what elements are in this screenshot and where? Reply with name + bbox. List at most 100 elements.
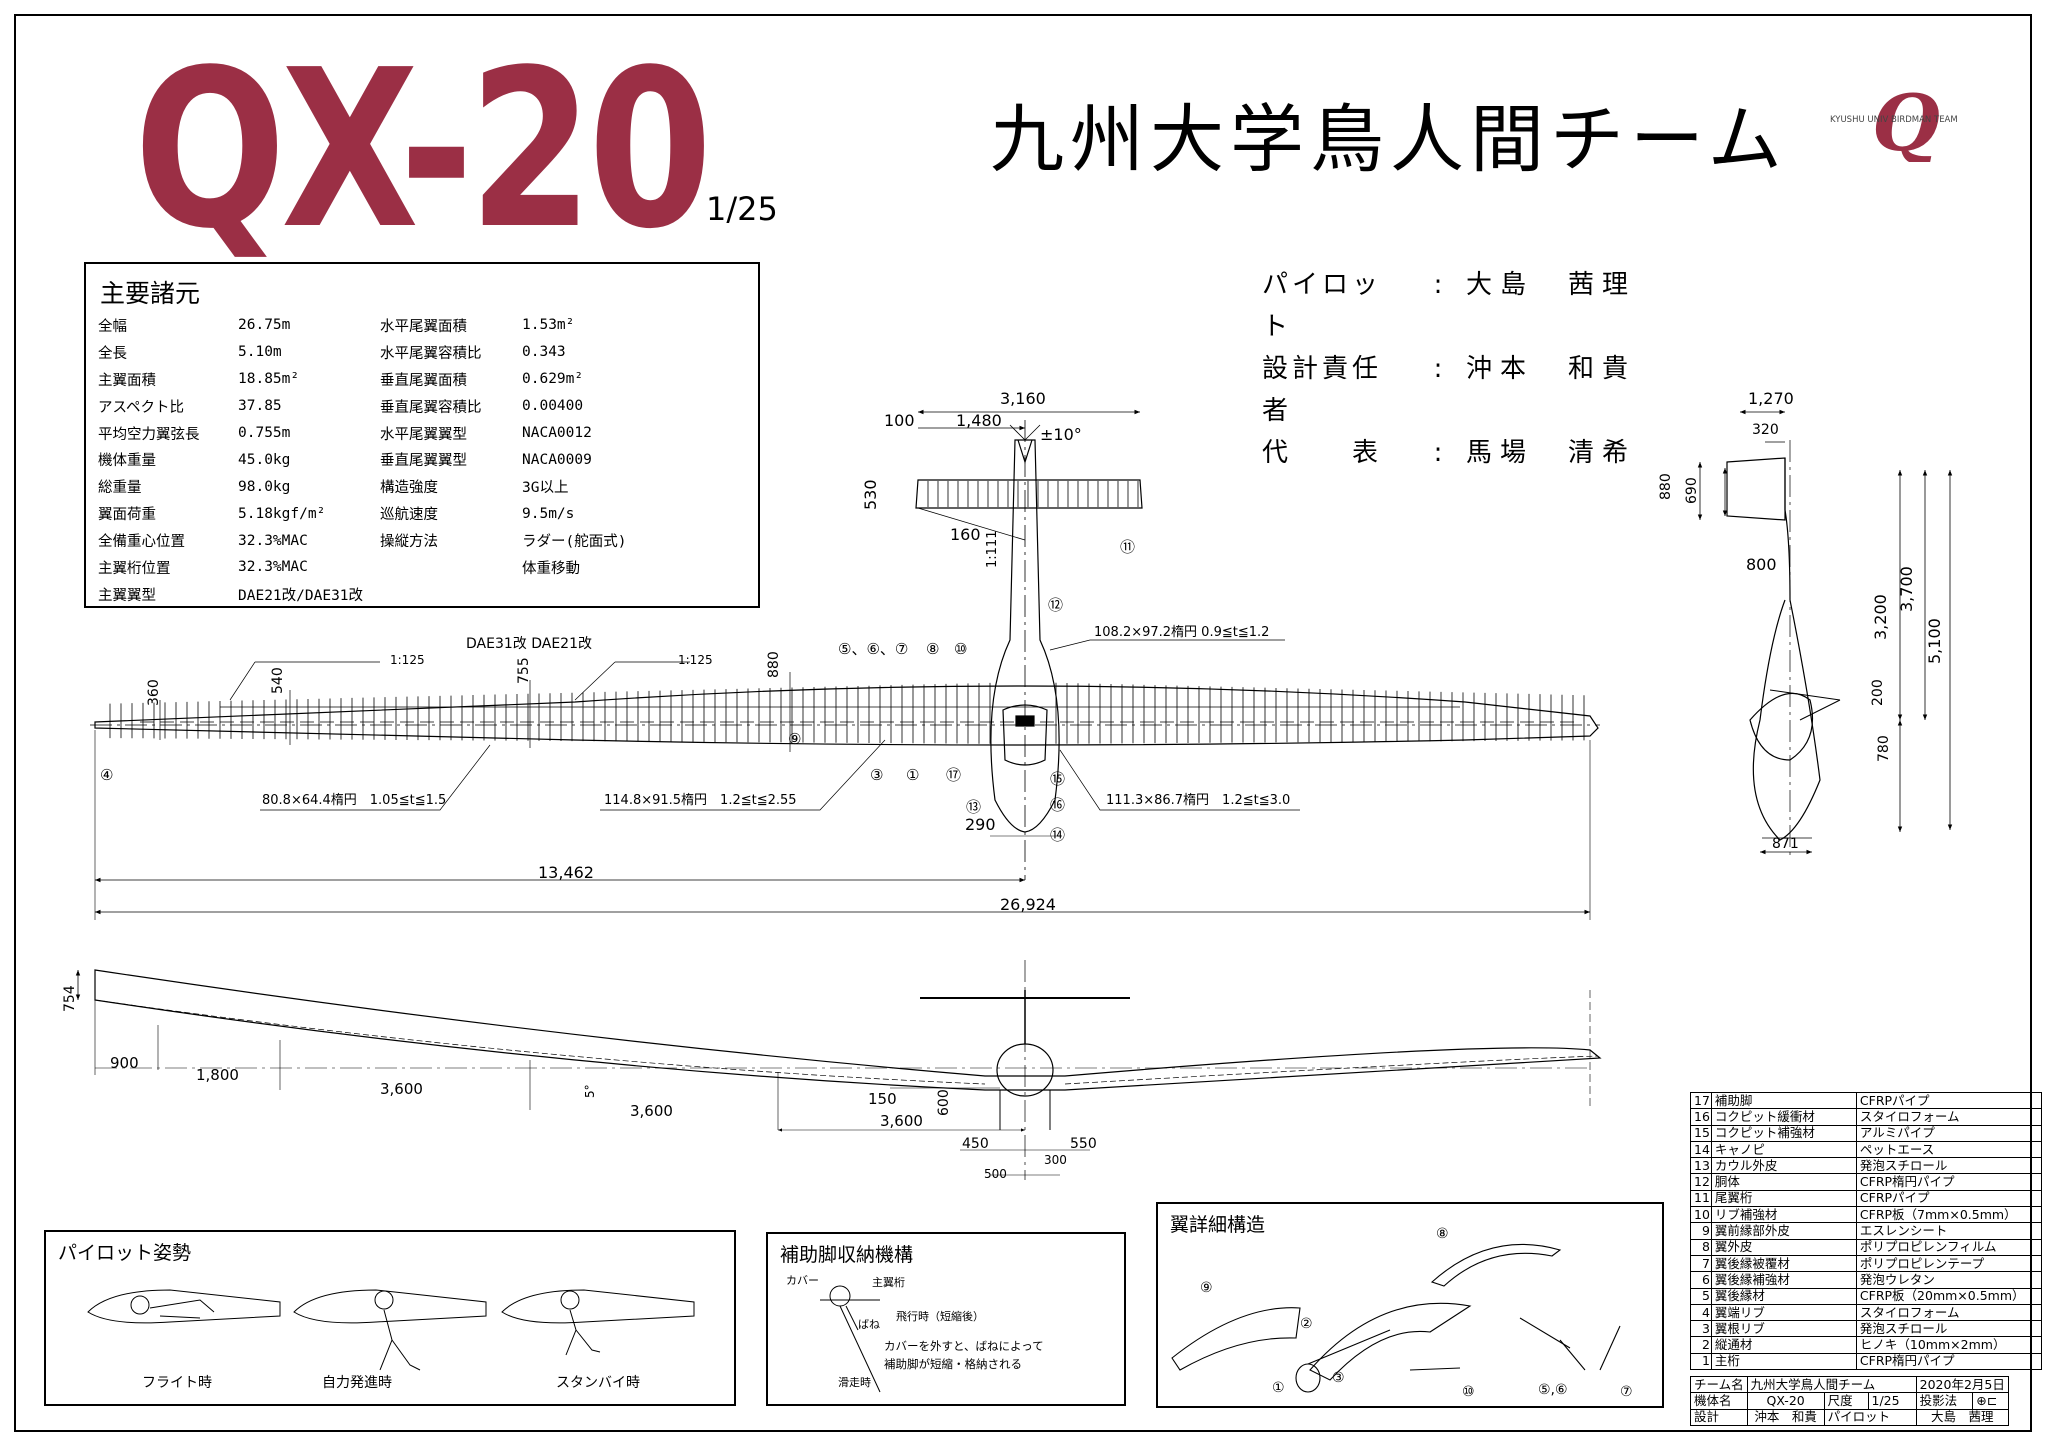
wing-label-1: ①: [1272, 1380, 1285, 1396]
dim-side-200: 200: [1870, 679, 1886, 706]
dim-half-span: 13,462: [538, 863, 594, 882]
dim-front-900: 900: [110, 1054, 139, 1072]
spec-label: 操縦方法: [380, 534, 438, 551]
spec-value: 5.18kgf/m²: [238, 505, 326, 522]
wing-label-10: ⑩: [1462, 1384, 1475, 1400]
gear-sketch: [820, 1285, 881, 1393]
spec-label: 垂直尾翼容積比: [380, 399, 482, 416]
wing-label-9: ⑨: [1200, 1280, 1213, 1296]
spec-value: 98.0kg: [238, 478, 291, 495]
wing-label-2: ②: [1300, 1316, 1313, 1332]
part-number: 17: [1690, 1091, 1712, 1110]
spec-value: 体重移動: [522, 560, 580, 577]
spec-value: ラダー(舵面式): [522, 534, 627, 551]
wing-label-3: ③: [1332, 1370, 1345, 1386]
dim-side-3700: 3,700: [1897, 566, 1916, 612]
crew-role: パイロット: [1262, 270, 1383, 342]
title-block: チーム名 九州大学鳥人間チーム 2020年2月5日 機体名 QX-20 尺度 1…: [1690, 1375, 2009, 1426]
part-number: 13: [1690, 1157, 1712, 1175]
dim-tail-ratio: 1:111: [985, 531, 1000, 568]
wing-label-5-6: ⑤,⑥: [1538, 1382, 1568, 1398]
dim-spar-1: 80.8×64.4楕円 1.05≦t≦1.5: [262, 793, 446, 808]
dim-side-880: 880: [1658, 473, 1674, 500]
tb-model-label: 機体名: [1690, 1392, 1748, 1410]
rudder-mark: [1017, 439, 1033, 464]
part-material: CFRPパイプ: [1855, 1091, 2042, 1110]
part-number: 2: [1690, 1336, 1712, 1354]
spec-label: 主翼翼型: [98, 587, 156, 604]
crew-name: 大島 茜理: [1466, 270, 1637, 300]
dim-front-1800: 1,800: [196, 1066, 239, 1084]
title-block-row: 機体名 QX-20 尺度 1/25 投影法 ⊕⊏: [1690, 1392, 2009, 1410]
spec-label: 構造強度: [380, 480, 438, 497]
callout-3: ③: [870, 766, 883, 784]
gear-label-spring: ばね: [858, 1318, 880, 1331]
part-material: CFRPパイプ: [1855, 1189, 2042, 1208]
spec-value: 3G以上: [522, 480, 569, 497]
dim-taper-1: 1:125: [390, 653, 425, 667]
callout-12: ⑫: [1048, 596, 1063, 614]
crew-role: 代 表: [1262, 438, 1383, 468]
crew-row: 代 表: 馬場 清希: [1262, 432, 1636, 474]
part-number: 1: [1690, 1352, 1712, 1371]
tb-pilot-value: 大島 茜理: [1915, 1408, 2009, 1426]
dim-290: 290: [965, 815, 996, 834]
dim-tail-1480: 1,480: [956, 411, 1002, 430]
dim-chord-880: 880: [766, 651, 782, 678]
wing-label-8: ⑧: [1436, 1226, 1449, 1242]
tail-ribs: [927, 481, 1139, 507]
callout-11: ⑪: [1120, 538, 1135, 556]
crew-list: パイロット:大島 茜理 設計責任者:沖本 和貴 代 表:馬場 清希: [1262, 264, 1636, 474]
gear-mechanism-panel: 補助脚収納機構 カバー 主翼桁 ばね 飛行時（短縮後） 滑走時 カバーを外すと、…: [766, 1232, 1126, 1406]
part-number: 12: [1690, 1173, 1712, 1191]
part-number: 6: [1690, 1271, 1712, 1289]
tb-model-value: QX-20: [1746, 1392, 1825, 1410]
spec-label: 全幅: [98, 318, 127, 335]
part-name: カウル外皮: [1710, 1157, 1857, 1175]
dim-front-600: 600: [936, 1089, 952, 1116]
wing-ribs: [109, 682, 1585, 744]
tb-projection-label: 投影法: [1915, 1392, 1974, 1410]
callout-16: ⑯: [1050, 796, 1065, 814]
part-number: 15: [1690, 1124, 1712, 1142]
title-block-row: 設計 沖本 和貴 パイロット 大島 茜理: [1690, 1408, 2009, 1426]
dim-chord-540: 540: [270, 667, 286, 694]
part-material: ポリプロピレンフィルム: [1855, 1238, 2042, 1256]
callout-15: ⑮: [1050, 770, 1065, 788]
dim-taper-2: 1:125: [678, 653, 713, 667]
crew-colon: :: [1433, 438, 1443, 468]
dim-side-780: 780: [1876, 735, 1892, 762]
part-name: 翼端リブ: [1710, 1303, 1857, 1322]
crew-name: 馬場 清希: [1466, 438, 1637, 468]
dim-front-3600-b: 3,600: [630, 1102, 673, 1120]
dim-tail-530: 530: [861, 479, 880, 510]
dim-root-pipe: 108.2×97.2楕円 0.9≦t≦1.2: [1094, 625, 1269, 640]
dim-side-1270: 1,270: [1748, 389, 1794, 408]
pilot-posture-panel: パイロット姿勢 フライト時 自力発進時 スタンバイ時: [44, 1230, 736, 1406]
side-horizontal-tail: [1726, 457, 1786, 521]
part-material: CFRP楕円パイプ: [1855, 1352, 2042, 1371]
callout-17: ⑰: [946, 766, 961, 784]
dim-tail-100: 100: [884, 411, 915, 430]
pilot-panel-title: パイロット姿勢: [58, 1242, 192, 1264]
dim-front-500: 500: [984, 1167, 1007, 1181]
part-material: ポリプロピレンテープ: [1855, 1254, 2042, 1273]
part-number: 9: [1690, 1222, 1712, 1240]
part-name: コクピット補強材: [1710, 1124, 1857, 1142]
spec-label: 水平尾翼面積: [380, 318, 467, 335]
part-material: スタイロフォーム: [1855, 1303, 2042, 1322]
part-number: 5: [1690, 1287, 1712, 1305]
part-number: 14: [1690, 1140, 1712, 1159]
tb-design-value: 沖本 和貴: [1746, 1408, 1825, 1426]
